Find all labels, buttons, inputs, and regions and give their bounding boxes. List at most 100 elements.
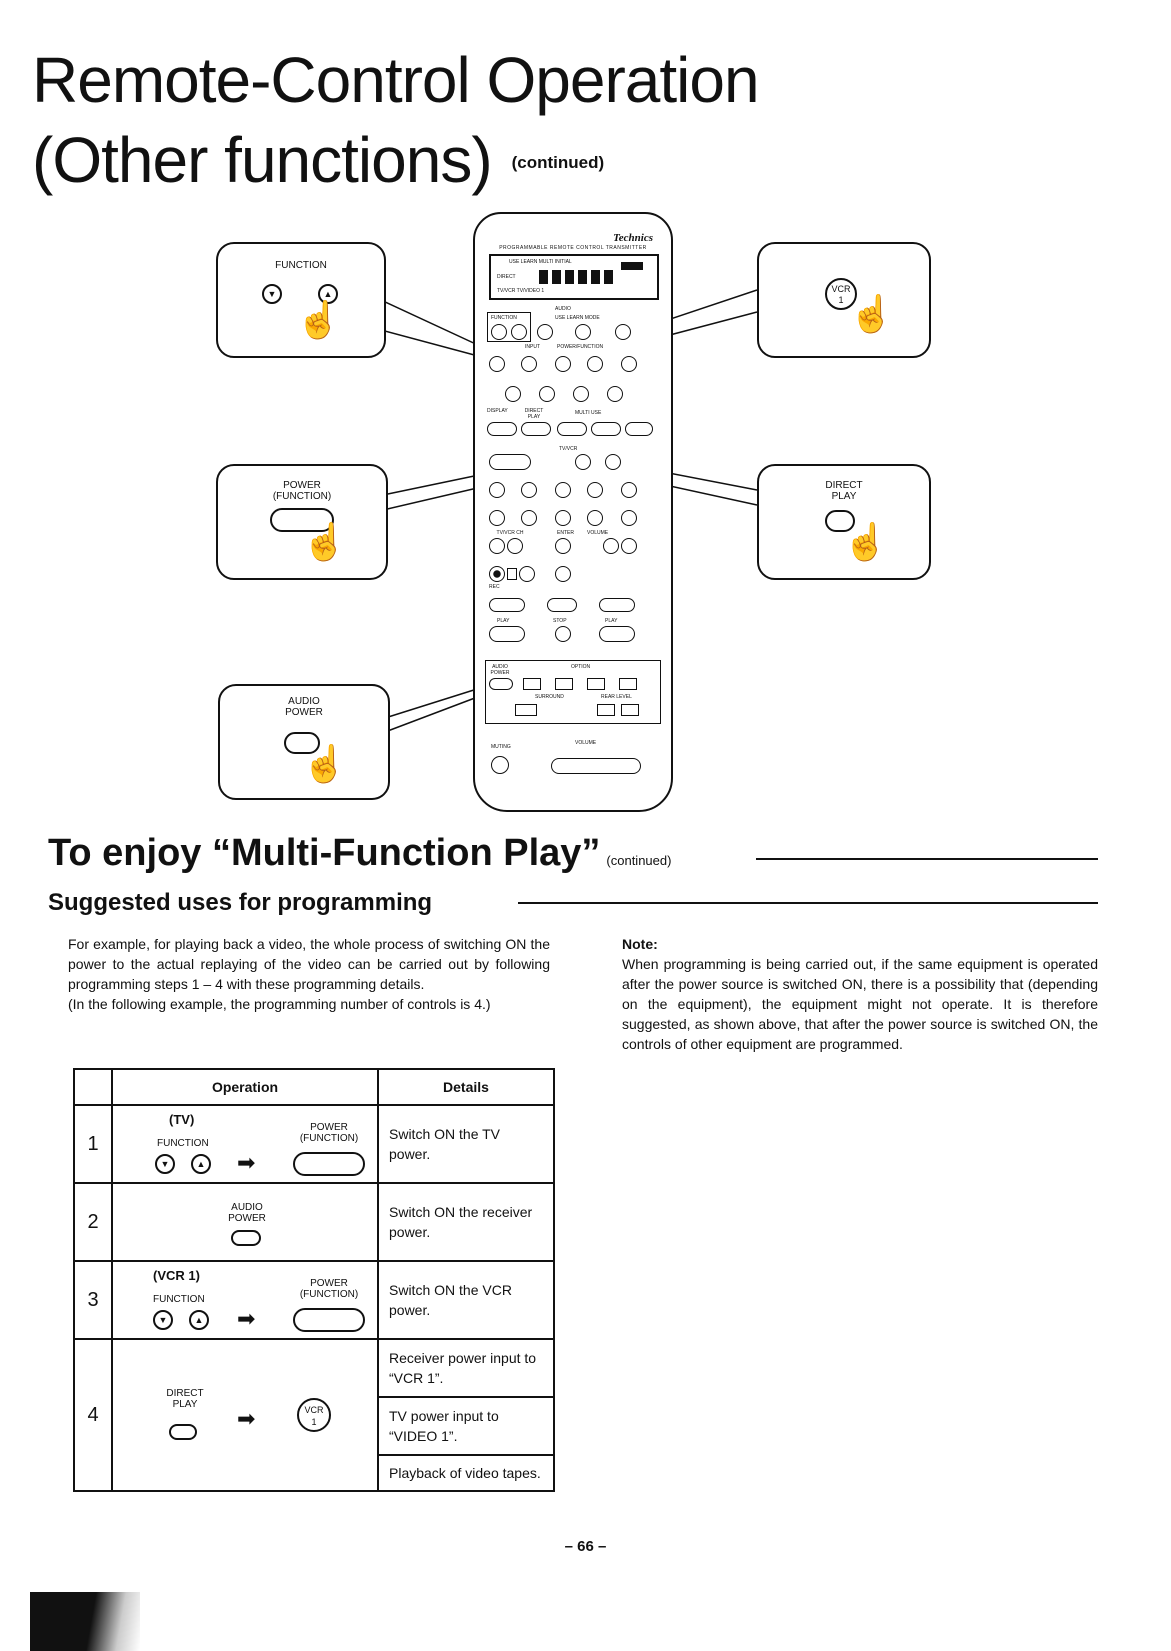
- function-down-button[interactable]: ▼: [153, 1310, 173, 1330]
- remote-enter-button[interactable]: [555, 538, 571, 554]
- function-down-button[interactable]: ▼: [262, 284, 282, 304]
- function-down-button[interactable]: ▼: [155, 1154, 175, 1174]
- step-operation: (VCR 1) FUNCTION ▼ ▲ ➡ POWER (FUNCTION): [111, 1260, 379, 1340]
- up-triangle-icon: ▲: [196, 1159, 206, 1169]
- subsection-heading: Suggested uses for programming: [48, 889, 433, 916]
- pointing-hand-icon: ☝: [843, 521, 888, 562]
- step-details: Receiver power input to “VCR 1”.: [377, 1338, 555, 1398]
- pointing-hand-icon: ☝: [296, 299, 341, 340]
- remote-row2-btn-4[interactable]: [607, 386, 623, 402]
- remote-row1-btn-1[interactable]: [489, 356, 505, 372]
- page-title-line1: Remote-Control Operation: [32, 44, 760, 116]
- down-triangle-icon: ▼: [158, 1315, 168, 1325]
- remote-key-0[interactable]: [621, 510, 637, 526]
- section-heading-text: To enjoy “Multi-Function Play”: [48, 832, 601, 874]
- right-arrow-icon: ➡: [237, 1406, 256, 1431]
- remote-pause-button[interactable]: [547, 598, 577, 612]
- remote-ff-button[interactable]: [599, 598, 635, 612]
- function-up-button[interactable]: ▲: [318, 284, 338, 304]
- remote-key-3[interactable]: [555, 482, 571, 498]
- audio-power-button[interactable]: [231, 1230, 261, 1246]
- remote-row1-btn-3[interactable]: [555, 356, 571, 372]
- remote-option-c[interactable]: [587, 678, 605, 690]
- remote-mode-button[interactable]: [615, 324, 631, 340]
- pointing-hand-icon: ☝: [302, 743, 347, 784]
- remote-play-button[interactable]: [599, 626, 635, 642]
- remote-muting-label: MUTING: [491, 744, 511, 750]
- remote-learn-button[interactable]: [575, 324, 591, 340]
- remote-display-button[interactable]: [487, 422, 517, 436]
- remote-direct-play-button[interactable]: [521, 422, 551, 436]
- remote-keypad-extra[interactable]: [605, 454, 621, 470]
- remote-row2-btn-3[interactable]: [573, 386, 589, 402]
- remote-function-label: FUNCTION: [491, 315, 517, 321]
- remote-multi-use-label: MULTI USE: [575, 410, 602, 416]
- callout-power-label: POWER (FUNCTION): [272, 480, 332, 502]
- remote-key-1[interactable]: [489, 482, 505, 498]
- power-function-button[interactable]: [270, 508, 334, 532]
- vcr-num: 1: [838, 295, 844, 305]
- remote-stop-button[interactable]: [555, 626, 571, 642]
- remote-volume2-label: VOLUME: [575, 740, 597, 746]
- remote-ch-up[interactable]: [507, 538, 523, 554]
- remote-row2-btn-2[interactable]: [539, 386, 555, 402]
- remote-key-5[interactable]: [621, 482, 637, 498]
- remote-key-4[interactable]: [587, 482, 603, 498]
- direct-play-button[interactable]: [825, 510, 855, 532]
- remote-vol-down[interactable]: [603, 538, 619, 554]
- function-up-button[interactable]: ▲: [189, 1310, 209, 1330]
- remote-option-b[interactable]: [555, 678, 573, 690]
- remote-row1-btn-5[interactable]: [621, 356, 637, 372]
- remote-rear-up[interactable]: [621, 704, 639, 716]
- callout-direct-play: DIRECT PLAY ☝: [757, 464, 931, 580]
- remote-audio-power-button[interactable]: [489, 678, 513, 690]
- remote-key-7[interactable]: [521, 510, 537, 526]
- remote-power-function-button[interactable]: [489, 454, 531, 470]
- remote-ch-down[interactable]: [489, 538, 505, 554]
- remote-function-down[interactable]: [491, 324, 507, 340]
- remote-muting-button[interactable]: [491, 756, 509, 774]
- remote-option-d[interactable]: [619, 678, 637, 690]
- remote-small-btn[interactable]: [519, 566, 535, 582]
- remote-key-9[interactable]: [587, 510, 603, 526]
- remote-auto-rec[interactable]: [555, 566, 571, 582]
- step-details: Playback of video tapes.: [377, 1453, 555, 1493]
- remote-key-8[interactable]: [555, 510, 571, 526]
- remote-rec-button[interactable]: [489, 566, 505, 582]
- audio-power-button[interactable]: [284, 732, 320, 754]
- remote-option-a[interactable]: [523, 678, 541, 690]
- remote-vol-up[interactable]: [621, 538, 637, 554]
- remote-rec-label: REC: [489, 584, 500, 590]
- remote-m1-button[interactable]: [557, 422, 587, 436]
- table-header-details: Details: [377, 1068, 555, 1106]
- power-function-button[interactable]: [293, 1152, 365, 1176]
- remote-key-2[interactable]: [521, 482, 537, 498]
- remote-surround-button[interactable]: [515, 704, 537, 716]
- remote-volume-rocker[interactable]: [551, 758, 641, 774]
- section-heading-rule: [756, 858, 1098, 860]
- remote-subtitle: PROGRAMMABLE REMOTE CONTROL TRANSMITTER: [499, 245, 647, 251]
- remote-rew-button[interactable]: [489, 598, 525, 612]
- remote-function-up[interactable]: [511, 324, 527, 340]
- remote-play-back-button[interactable]: [489, 626, 525, 642]
- function-up-button[interactable]: ▲: [191, 1154, 211, 1174]
- remote-m3-button[interactable]: [625, 422, 653, 436]
- remote-rear-down[interactable]: [597, 704, 615, 716]
- remote-tvvcr-button[interactable]: [575, 454, 591, 470]
- remote-m2-button[interactable]: [591, 422, 621, 436]
- remote-row1-btn-4[interactable]: [587, 356, 603, 372]
- title-continued: (continued): [511, 153, 605, 172]
- remote-pause-small[interactable]: [507, 568, 517, 580]
- direct-play-button[interactable]: [169, 1424, 197, 1440]
- remote-key-6[interactable]: [489, 510, 505, 526]
- power-function-button[interactable]: [293, 1308, 365, 1332]
- step-number: 3: [73, 1260, 113, 1340]
- remote-use-button[interactable]: [537, 324, 553, 340]
- vcr1-button[interactable]: VCR 1: [825, 278, 857, 310]
- remote-row2-btn-1[interactable]: [505, 386, 521, 402]
- step-details: Switch ON the receiver power.: [377, 1182, 555, 1262]
- remote-row1-btn-2[interactable]: [521, 356, 537, 372]
- section-heading-continued: (continued): [606, 853, 672, 868]
- vcr1-button[interactable]: VCR 1: [297, 1398, 331, 1432]
- remote-input-label: INPUT: [525, 344, 540, 350]
